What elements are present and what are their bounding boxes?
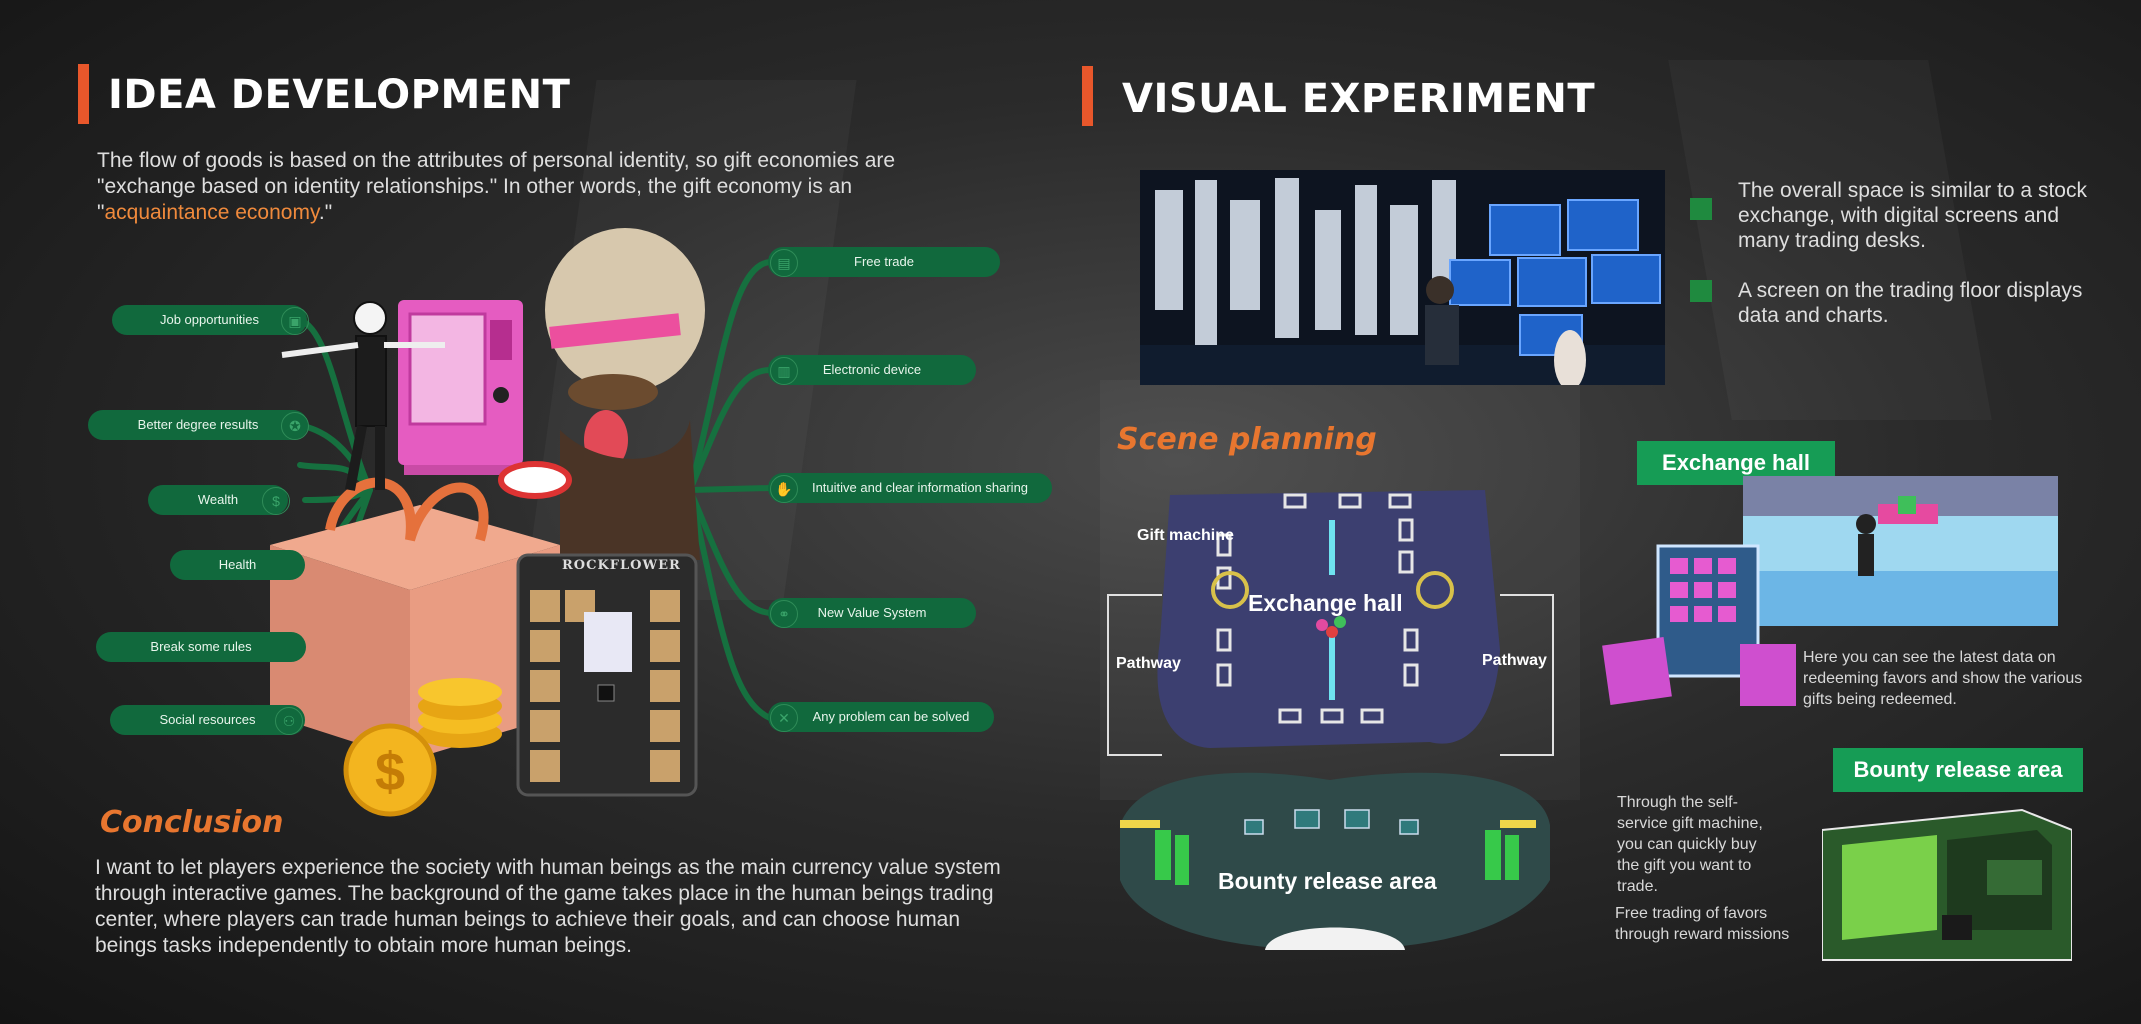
bounty-area-illustration — [1822, 808, 2072, 961]
exchange-hall-illustration — [1602, 476, 2058, 706]
bullet-text-1: The overall space is similar to a stock … — [1738, 179, 2087, 252]
stock-exchange-image — [1140, 170, 1665, 385]
conclusion-title: Conclusion — [100, 805, 284, 840]
pink-vending-machine — [398, 300, 523, 475]
title-accent-bar — [1082, 66, 1093, 126]
vending-brand-label: ROCKFLOWER — [562, 558, 681, 573]
bullet-text-2: A screen on the trading floor displays d… — [1738, 279, 2083, 327]
share-hands-icon: ✋ — [770, 475, 798, 503]
flower-vending-machine — [516, 553, 698, 797]
map-label-exchange-hall: Exchange hall — [1248, 590, 1403, 616]
gift-machine-description: Through the self-service gift machine, y… — [1617, 794, 1763, 895]
idea-development-title: IDEA DEVELOPMENT — [108, 72, 571, 118]
gold-coins: $ — [343, 678, 502, 817]
face-collage — [498, 228, 705, 560]
scene-map — [1107, 490, 1554, 950]
pill-better-degree: Better degree results — [88, 410, 308, 440]
suit-man — [281, 301, 445, 491]
intro-text-end: ." — [318, 201, 333, 224]
pill-social-resources: Social resources — [110, 705, 305, 735]
money-hand-icon: $ — [262, 487, 290, 515]
conclusion-paragraph: I want to let players experience the soc… — [95, 856, 1001, 957]
tools-icon: ✕ — [770, 704, 798, 732]
exchange-hall-label: Exchange hall — [1637, 441, 1835, 485]
pill-break-rules: Break some rules — [96, 632, 306, 662]
bullet-square — [1690, 280, 1712, 302]
network-icon: ⚇ — [275, 707, 303, 735]
title-accent-bar — [78, 64, 89, 124]
pill-job-opportunities: Job opportunities — [112, 305, 307, 335]
pill-any-problem: Any problem can be solved — [768, 702, 994, 732]
map-label-pathway-right: Pathway — [1482, 652, 1547, 669]
intro-paragraph: The flow of goods is based on the attrib… — [97, 148, 927, 226]
map-label-bounty-area: Bounty release area — [1218, 868, 1437, 894]
mind-map-graphic: $ — [270, 228, 773, 817]
bounty-area-label: Bounty release area — [1833, 748, 2083, 792]
favor-trading-description: Free trading of favors through reward mi… — [1615, 905, 1790, 943]
box-icon: ▤ — [770, 249, 798, 277]
intro-text: The flow of goods is based on the attrib… — [97, 149, 896, 224]
pill-new-value-system: New Value System — [768, 598, 976, 628]
exchange-hall-description: Here you can see the latest data on rede… — [1803, 649, 2083, 708]
pill-free-trade: Free trade — [768, 247, 1000, 277]
svg-text:$: $ — [375, 742, 405, 802]
pill-health: Health — [170, 550, 305, 580]
scene-planning-title: Scene planning — [1117, 422, 1377, 457]
device-icon: ▥ — [770, 357, 798, 385]
briefcase-icon: ▣ — [281, 307, 309, 335]
map-label-pathway-left: Pathway — [1116, 655, 1181, 672]
intro-highlight: acquaintance economy — [104, 201, 319, 224]
visual-experiment-title: VISUAL EXPERIMENT — [1122, 76, 1596, 122]
pill-electronic-device: Electronic device — [768, 355, 976, 385]
pill-information-sharing: Intuitive and clear information sharing — [768, 473, 1052, 503]
handshake-icon: ⚭ — [770, 600, 798, 628]
map-label-gift-machine: Gift machine — [1137, 527, 1234, 544]
bullet-square — [1690, 198, 1712, 220]
graduation-cap-icon: ✪ — [281, 412, 309, 440]
